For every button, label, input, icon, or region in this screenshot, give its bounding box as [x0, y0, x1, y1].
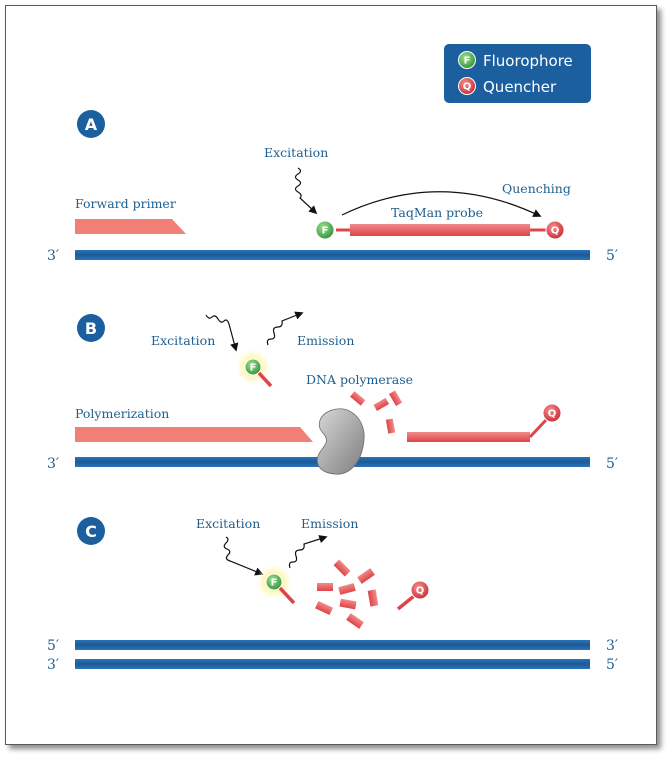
forward-primer-arrow [75, 219, 186, 234]
excitation-arrow-a [294, 167, 318, 215]
quenching-label: Quenching [502, 181, 571, 196]
quencher-linker-b [528, 418, 548, 439]
fluorophore-icon [244, 358, 262, 376]
panel-b: B Excitation Emission F DNA polymerase P… [47, 311, 618, 475]
legend-quencher: Q Quencher [458, 77, 557, 96]
panel-b-letter: B [85, 319, 97, 338]
dna-polymerase-label: DNA polymerase [306, 372, 413, 387]
panel-b-badge [77, 314, 105, 342]
panel-b-q-mark: Q [548, 409, 557, 420]
quencher-icon [542, 403, 562, 423]
panel-c-badge [77, 517, 105, 545]
quenching-arrow [341, 191, 542, 217]
quencher-icon [545, 220, 565, 240]
legend-fluorophore: F Fluorophore [458, 51, 573, 70]
quencher-mark: Q [463, 82, 472, 93]
emission-arrow-c [288, 535, 328, 569]
panel-c-bottom-end-right: 5′ [606, 657, 618, 673]
panel-c-excitation-label: Excitation [196, 516, 260, 531]
panel-c-emission-label: Emission [301, 516, 358, 531]
panel-c-letter: C [85, 522, 97, 541]
quencher-icon [410, 580, 430, 600]
quencher-tail-c [396, 594, 416, 611]
taqman-probe [350, 224, 530, 236]
panel-a-q-mark: Q [551, 226, 560, 237]
remaining-probe-b [407, 432, 530, 442]
cleaved-probe-fragments-c [315, 559, 379, 629]
released-fluorophore-tail-c [277, 585, 296, 605]
panel-c-top-end-right: 3′ [606, 638, 618, 654]
panel-b-end-left: 3′ [47, 456, 59, 472]
dna-strand-a [75, 250, 590, 260]
fluorophore-icon [315, 220, 335, 240]
panel-a-end-left: 3′ [47, 248, 59, 264]
panel-b-f-mark: F [250, 363, 257, 374]
panel-c: C Excitation Emission F Q 5′ 3′ 3′ 5′ [47, 516, 618, 673]
panel-a-f-mark: F [322, 226, 329, 237]
panel-c-f-mark: F [271, 578, 278, 589]
dna-strand-c-bottom [75, 659, 590, 669]
panel-c-top-end-left: 5′ [47, 638, 59, 654]
fluorophore-icon [458, 51, 476, 69]
forward-primer-label: Forward primer [75, 196, 176, 211]
panel-b-emission-label: Emission [297, 333, 354, 348]
emission-arrow-b [266, 311, 304, 346]
figure-frame [5, 5, 657, 745]
dna-polymerase-shape [317, 408, 365, 475]
panel-c-q-mark: Q [416, 586, 425, 597]
legend-fluorophore-label: Fluorophore [483, 52, 573, 70]
polymerization-arrow [75, 427, 313, 442]
fluorophore-icon [265, 573, 283, 591]
quencher-icon [458, 77, 476, 95]
excitation-arrow-b [205, 314, 239, 352]
excitation-arrow-c [223, 536, 264, 576]
panel-b-excitation-label: Excitation [151, 333, 215, 348]
legend-box: F Fluorophore Q Quencher [444, 44, 591, 103]
legend-quencher-label: Quencher [483, 78, 557, 96]
released-fluorophore-tail-b [256, 370, 273, 388]
cleaved-probe-fragments-b [350, 390, 403, 434]
taqman-probe-label: TaqMan probe [391, 205, 483, 220]
polymerization-label: Polymerization [75, 406, 169, 421]
panel-a-badge [77, 110, 105, 138]
panel-a-end-right: 5′ [606, 248, 618, 264]
panel-a: A Excitation Forward primer Quenching Ta… [47, 110, 618, 264]
dna-strand-c-top [75, 640, 590, 650]
panel-b-end-right: 5′ [606, 456, 618, 472]
panel-a-letter: A [85, 115, 98, 134]
panel-a-excitation-label: Excitation [264, 145, 328, 160]
fluorophore-mark: F [464, 56, 471, 67]
panel-c-bottom-end-left: 3′ [47, 657, 59, 673]
